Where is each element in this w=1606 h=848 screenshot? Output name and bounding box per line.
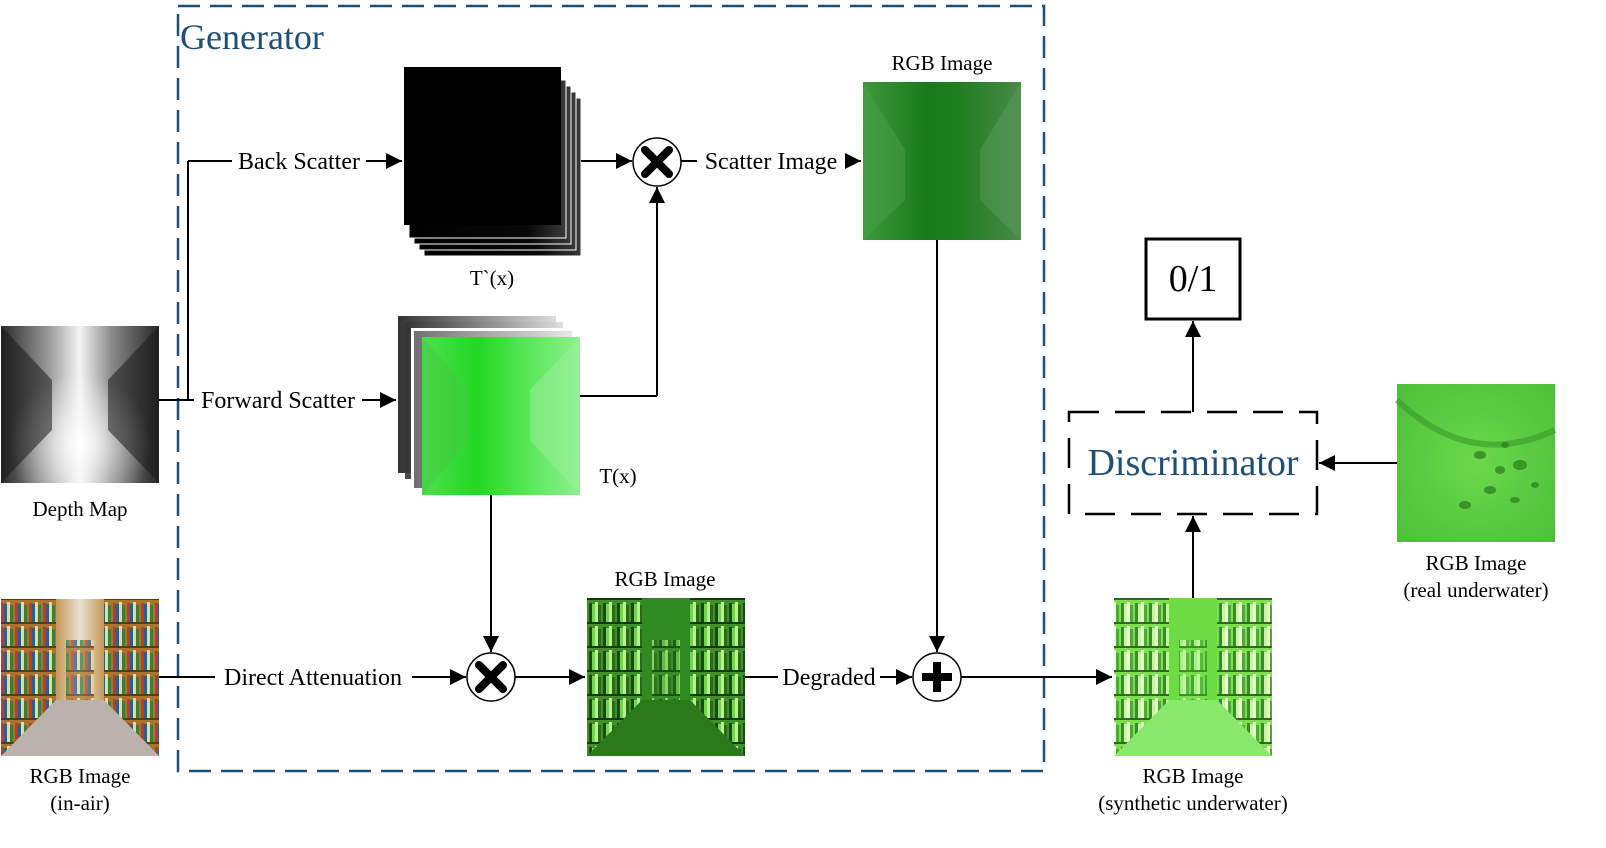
multiply-operator-bottom <box>466 652 516 702</box>
real-underwater-image <box>1394 384 1557 542</box>
rgb-in-air-caption-1: RGB Image <box>30 764 131 788</box>
back-scatter-label: Back Scatter <box>238 149 360 175</box>
t-stack <box>398 316 580 495</box>
generator-frame <box>176 4 1046 773</box>
direct-attenuation-label: Direct Attenuation <box>224 665 402 691</box>
depth-map-caption: Depth Map <box>32 497 127 521</box>
output-box <box>1144 237 1242 321</box>
scatter-image-label: Scatter Image <box>705 149 838 175</box>
discriminator-label: Discriminator <box>1087 442 1298 484</box>
rgb-scatter-caption: RGB Image <box>892 51 993 75</box>
t-caption: T(x) <box>599 464 636 488</box>
depth-map-image <box>1 326 159 483</box>
degraded-label: Degraded <box>782 665 875 691</box>
synthetic-rgb-image <box>1114 598 1272 756</box>
rgb-in-air-image <box>1 599 159 756</box>
rgb-real-caption-2: (real underwater) <box>1403 578 1548 602</box>
t-prime-caption: T`(x) <box>470 266 514 290</box>
add-operator <box>912 652 962 702</box>
rgb-synthetic-caption-1: RGB Image <box>1143 764 1244 788</box>
rgb-real-caption-1: RGB Image <box>1426 551 1527 575</box>
multiply-operator-top <box>632 137 682 187</box>
discriminator-box <box>1067 410 1319 516</box>
t-prime-stack <box>404 67 582 257</box>
connectors <box>159 153 1397 685</box>
rgb-in-air-caption-2: (in-air) <box>50 791 109 815</box>
output-label: 0/1 <box>1169 258 1218 300</box>
forward-scatter-label: Forward Scatter <box>201 388 355 414</box>
scatter-rgb-image <box>863 82 1021 240</box>
degraded-rgb-image <box>587 598 745 756</box>
generator-label: Generator <box>180 17 324 57</box>
rgb-synthetic-caption-2: (synthetic underwater) <box>1098 791 1288 815</box>
rgb-degraded-caption: RGB Image <box>615 567 716 591</box>
